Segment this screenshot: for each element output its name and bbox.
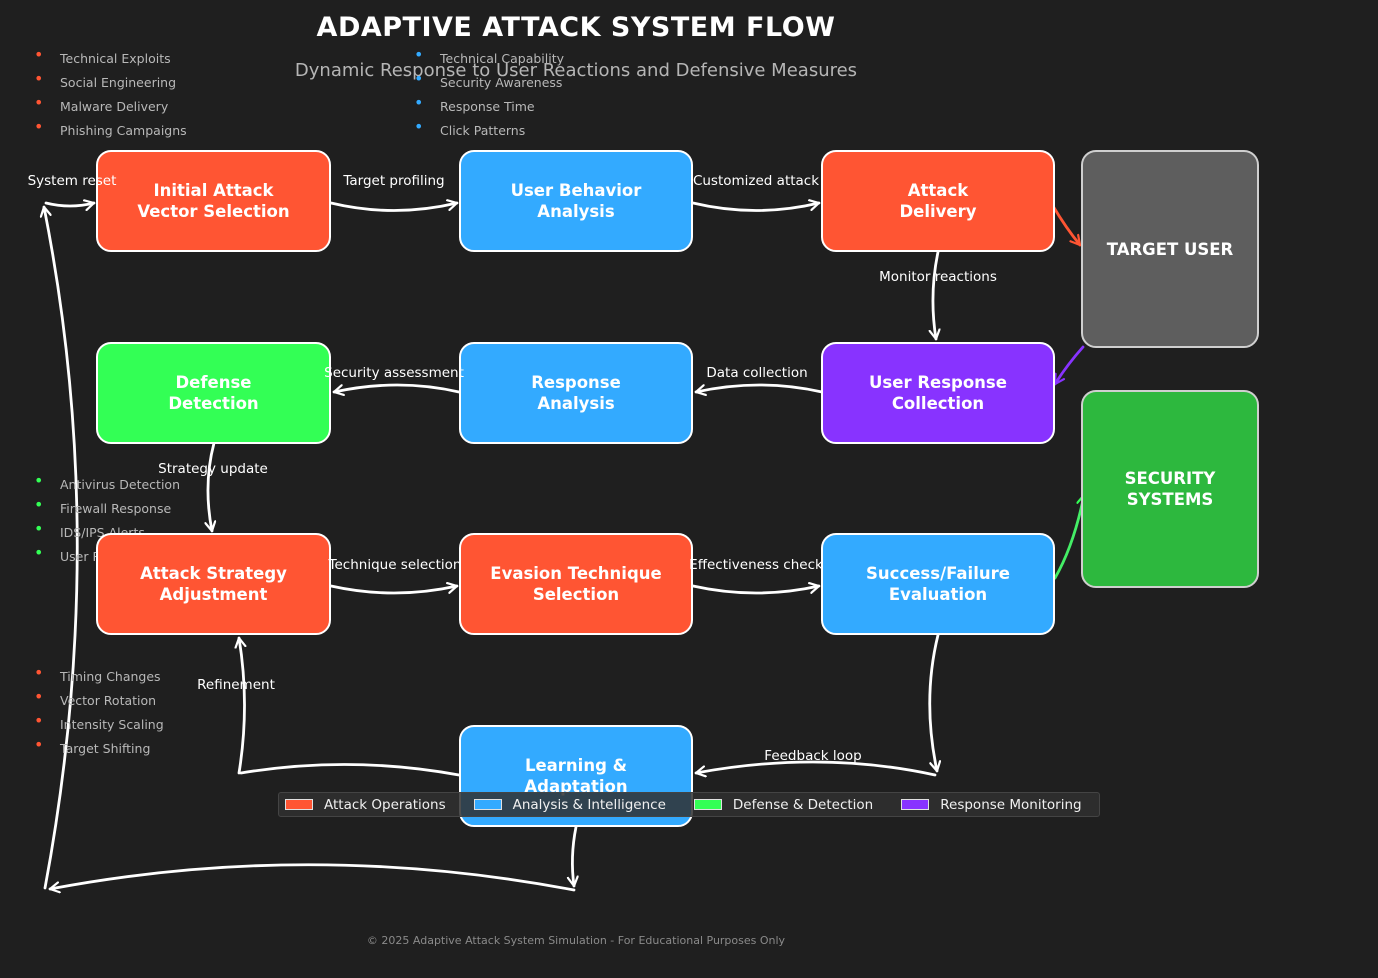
legend-swatch [473, 799, 502, 810]
entity-target-user: TARGET USER [1081, 150, 1259, 348]
bullet-icon: • [34, 93, 44, 112]
edge-target-to-response [1053, 345, 1085, 386]
node-response-analysis: Response Analysis [459, 342, 693, 444]
edge-label-monitor-reactions: Monitor reactions [879, 269, 997, 285]
edge-label-refinement: Refinement [197, 677, 275, 693]
edge-refinement [239, 763, 461, 777]
list-item: •Antivirus Detection [34, 471, 180, 493]
list-item: •Target Shifting [34, 735, 151, 757]
edge-evaluation-to-security [1053, 493, 1084, 580]
legend: Attack Operations Analysis & Intelligenc… [278, 792, 1100, 817]
bullet-list-adaptation-tactics: •Timing Changes •Vector Rotation •Intens… [34, 663, 164, 765]
edge-label-customized-attack: Customized attack [692, 173, 820, 189]
node-user-behavior-analysis: User Behavior Analysis [459, 150, 693, 252]
edge-label-technique-selection: Technique selection [328, 557, 462, 573]
list-item: •Security Awareness [414, 69, 563, 91]
bullet-icon: • [34, 117, 44, 136]
bullet-icon: • [34, 45, 44, 64]
footer-disclaimer: © 2025 Adaptive Attack System Simulation… [366, 934, 786, 947]
entity-security-systems: SECURITY SYSTEMS [1081, 390, 1259, 588]
edge-feedback-loop [928, 633, 938, 773]
edge-security-assessment [332, 383, 461, 392]
list-item: •Social Engineering [34, 69, 177, 91]
page-title: ADAPTIVE ATTACK SYSTEM FLOW [316, 12, 836, 43]
edge-system-reset-bottom [48, 863, 576, 890]
edge-target-profiling [329, 203, 459, 212]
node-initial-attack-vector-selection: Initial Attack Vector Selection [96, 150, 331, 252]
legend-item-defense-detection: Defense & Detection [693, 797, 873, 813]
edge-strategy-update [208, 441, 214, 533]
bullet-list-attack-vectors: •Technical Exploits •Social Engineering … [34, 45, 187, 147]
list-item: •Intensity Scaling [34, 711, 164, 733]
bullet-icon: • [34, 69, 44, 88]
edge-label-feedback-loop: Feedback loop [764, 748, 862, 764]
bullet-icon: • [34, 471, 44, 490]
edge-feedback-loop-in [694, 760, 937, 775]
list-item: •Technical Exploits [34, 45, 171, 67]
list-item: •Firewall Response [34, 495, 172, 517]
edge-label-data-collection: Data collection [706, 365, 808, 381]
legend-item-response-monitoring: Response Monitoring [901, 797, 1082, 813]
edge-refinement-up [239, 636, 245, 775]
edge-attack-to-target [1051, 204, 1082, 247]
node-success-failure-evaluation: Success/Failure Evaluation [821, 533, 1055, 635]
list-item: •Click Patterns [414, 117, 526, 139]
bullet-icon: • [414, 93, 424, 112]
list-item: •Vector Rotation [34, 687, 157, 709]
node-user-response-collection: User Response Collection [821, 342, 1055, 444]
bullet-icon: • [34, 543, 44, 562]
legend-swatch [693, 799, 722, 810]
list-item: •Response Time [414, 93, 535, 115]
page-subtitle: Dynamic Response to User Reactions and D… [294, 60, 858, 81]
list-item: •Malware Delivery [34, 93, 169, 115]
node-evasion-technique-selection: Evasion Technique Selection [459, 533, 693, 635]
bullet-icon: • [414, 69, 424, 88]
list-item: •Timing Changes [34, 663, 161, 685]
list-item: •Technical Capability [414, 45, 565, 67]
edge-system-reset-up [44, 205, 79, 890]
bullet-icon: • [34, 519, 44, 538]
node-defense-detection: Defense Detection [96, 342, 331, 444]
edge-label-strategy-update: Strategy update [158, 461, 268, 477]
bullet-icon: • [34, 711, 44, 730]
bullet-icon: • [34, 687, 44, 706]
legend-item-attack-operations: Attack Operations [285, 797, 446, 813]
edge-label-target-profiling: Target profiling [343, 173, 445, 189]
edge-data-collection [694, 383, 824, 392]
bullet-icon: • [34, 663, 44, 682]
edge-effectiveness-check [691, 586, 821, 595]
bullet-icon: • [414, 117, 424, 136]
edge-system-reset-in [44, 203, 96, 206]
legend-item-analysis-intelligence: Analysis & Intelligence [473, 797, 666, 813]
bullet-list-user-analysis: •Technical Capability •Security Awarenes… [414, 45, 565, 147]
legend-swatch [901, 799, 930, 810]
bullet-icon: • [34, 495, 44, 514]
legend-swatch [285, 799, 313, 810]
bullet-icon: • [414, 45, 424, 64]
node-attack-strategy-adjustment: Attack Strategy Adjustment [96, 533, 331, 635]
node-attack-delivery: Attack Delivery [821, 150, 1055, 252]
edge-label-effectiveness-check: Effectiveness check [689, 557, 823, 573]
edge-customized-attack [691, 203, 821, 212]
edge-monitor-reactions [933, 250, 938, 341]
bullet-icon: • [34, 735, 44, 754]
edge-learning-down [572, 825, 576, 888]
edge-technique-selection [329, 586, 459, 595]
edge-label-system-reset: System reset [27, 173, 117, 189]
list-item: •Phishing Campaigns [34, 117, 187, 139]
edge-label-security-assessment: Security assessment [324, 365, 464, 381]
